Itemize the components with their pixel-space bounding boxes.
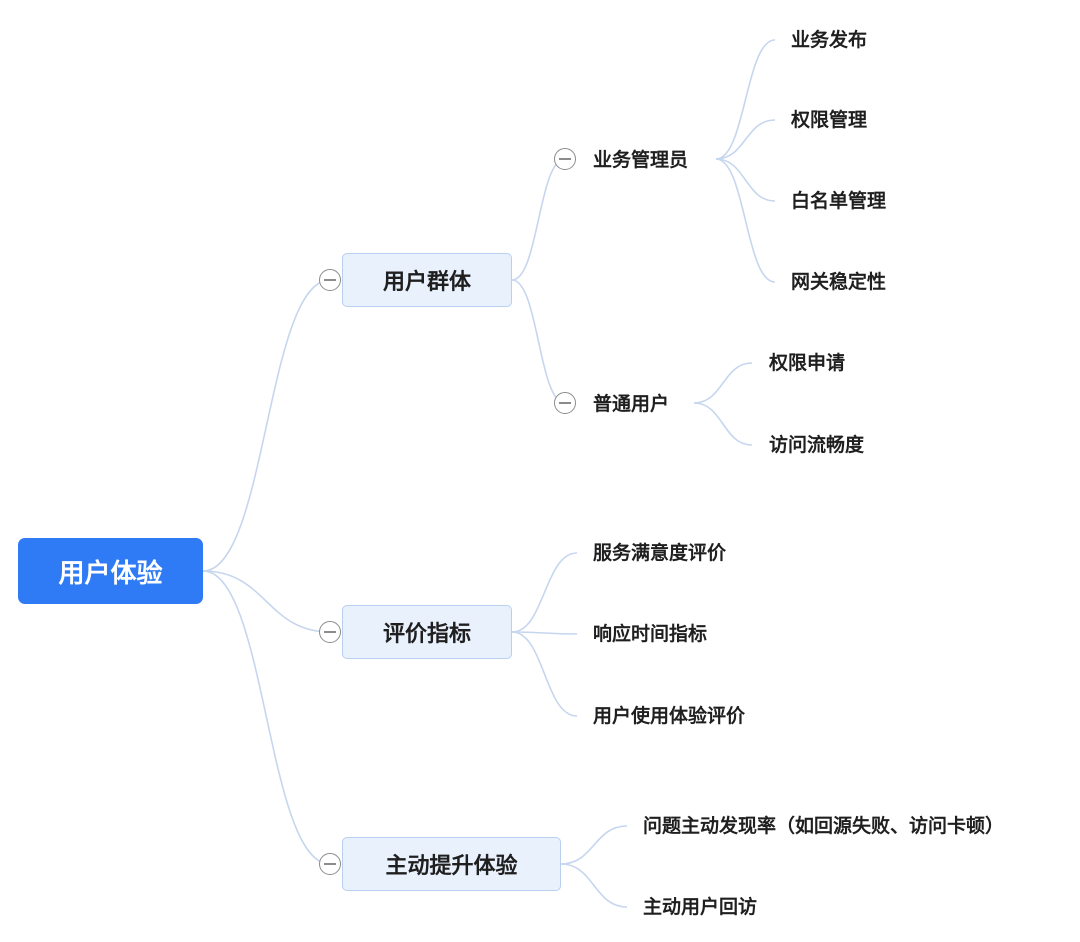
topic-business-admin[interactable]: 业务管理员 <box>593 149 689 171</box>
collapse-icon[interactable] <box>319 853 341 875</box>
link-metrics-leaf-0 <box>511 552 578 633</box>
branch-proactive-improvement[interactable]: 主动提升体验 <box>342 837 561 891</box>
link-metrics-leaf-2 <box>511 631 578 717</box>
branch-evaluation-metrics[interactable]: 评价指标 <box>342 605 512 659</box>
topic-access-smoothness[interactable]: 访问流畅度 <box>769 434 865 456</box>
topic-business-publish[interactable]: 业务发布 <box>791 29 868 51</box>
branch-user-groups[interactable]: 用户群体 <box>342 253 512 307</box>
link-admin-leaf-0 <box>715 39 776 160</box>
root-topic[interactable]: 用户体验 <box>18 538 203 604</box>
topic-service-satisfaction[interactable]: 服务满意度评价 <box>593 542 727 564</box>
collapse-icon[interactable] <box>319 269 341 291</box>
link-root-proactive-improvement <box>202 570 331 865</box>
link-user-groups-regular <box>511 279 566 404</box>
topic-permission-management[interactable]: 权限管理 <box>791 109 868 131</box>
topic-response-time[interactable]: 响应时间指标 <box>593 623 708 645</box>
topic-regular-user[interactable]: 普通用户 <box>593 393 670 415</box>
link-proactive-leaf-1 <box>560 863 628 908</box>
link-admin-leaf-3 <box>715 158 776 283</box>
topic-proactive-user-visit[interactable]: 主动用户回访 <box>643 896 758 918</box>
link-user-groups-admin <box>511 158 566 281</box>
collapse-icon[interactable] <box>554 148 576 170</box>
link-regular-leaf-0 <box>693 362 753 404</box>
topic-permission-request[interactable]: 权限申请 <box>769 352 846 374</box>
link-metrics-leaf-1 <box>511 631 578 635</box>
link-regular-leaf-1 <box>693 402 753 446</box>
collapse-icon[interactable] <box>319 621 341 643</box>
link-root-evaluation-metrics <box>202 570 331 633</box>
topic-issue-discovery-rate[interactable]: 问题主动发现率（如回源失败、访问卡顿） <box>643 815 1005 837</box>
link-admin-leaf-2 <box>715 158 776 202</box>
topic-gateway-stability[interactable]: 网关稳定性 <box>791 271 887 293</box>
topic-whitelist-management[interactable]: 白名单管理 <box>791 190 887 212</box>
collapse-icon[interactable] <box>554 392 576 414</box>
link-proactive-leaf-0 <box>560 825 628 865</box>
link-admin-leaf-1 <box>715 119 776 160</box>
topic-user-experience-rating[interactable]: 用户使用体验评价 <box>593 705 746 727</box>
link-root-user-groups <box>202 279 331 572</box>
